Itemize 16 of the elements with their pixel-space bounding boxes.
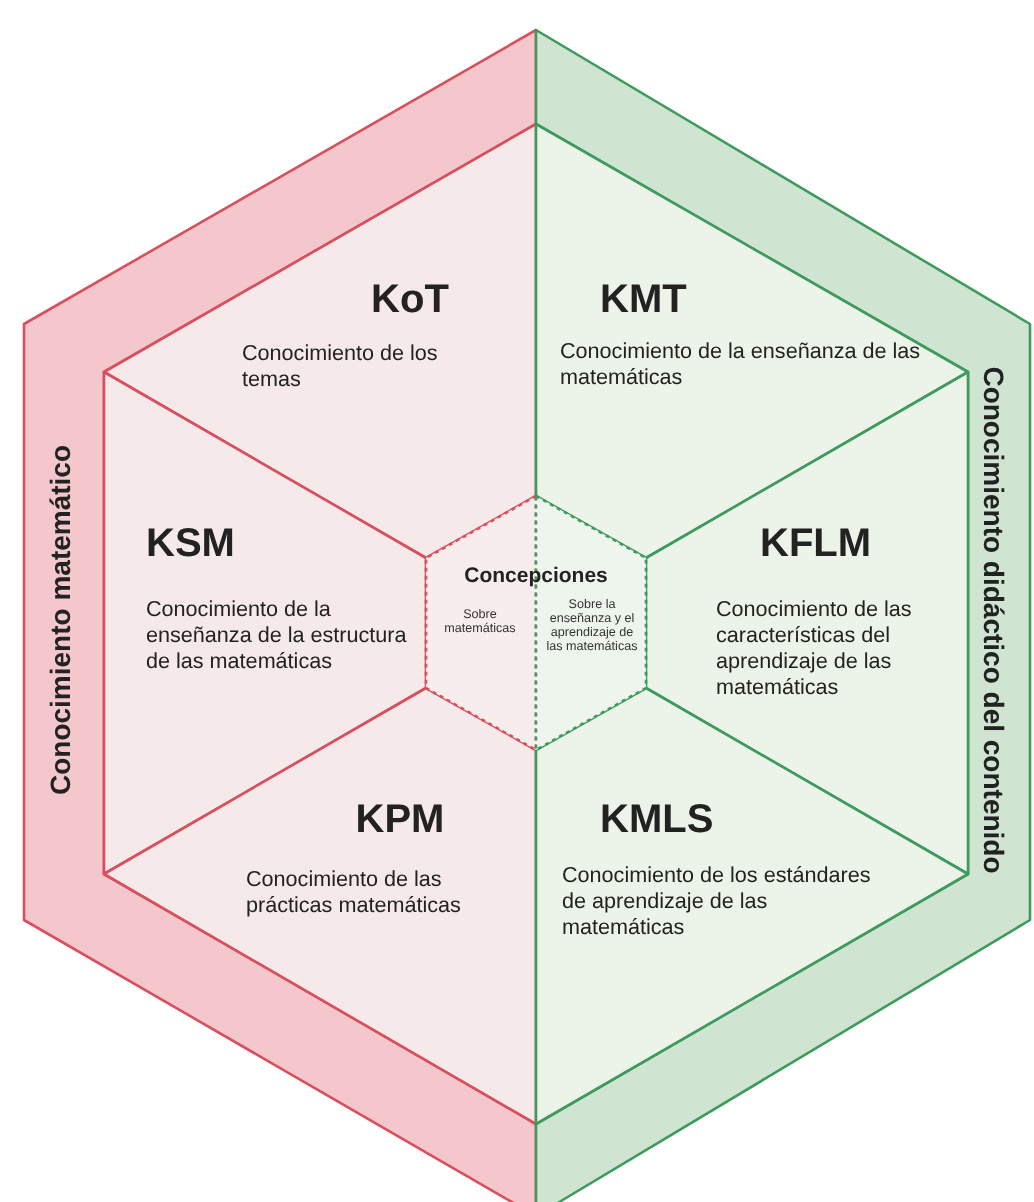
center-hexagon <box>426 496 646 750</box>
sector-code: KSM <box>146 520 237 568</box>
band-label: Conocimiento didáctico del contenido <box>977 364 1011 878</box>
sector-code: KMLS <box>600 796 716 844</box>
sector-description: Conocimiento de la enseñanza de la estructura de las matemáticas <box>146 598 409 676</box>
sector-code: KMT <box>600 276 689 324</box>
sector-description: Conocimiento de las prácticas matemáticas <box>246 868 463 920</box>
sector-description: Conocimiento de los estándares de aprendizaje de las matemáticas <box>562 864 873 942</box>
sector-description: Conocimiento de las características del aprendizaje de las matemáticas <box>716 598 914 702</box>
sector-description: Conocimiento de los temas <box>242 342 440 394</box>
sector-code: KPM <box>353 796 447 844</box>
center-title: Concepciones <box>462 564 610 590</box>
sector-code: KoT <box>369 276 451 324</box>
sector-code: KFLM <box>760 520 874 568</box>
band-label: Conocimiento matemático <box>43 442 77 800</box>
sector-description: Conocimiento de la enseñanza de las matemáticas <box>560 340 923 392</box>
